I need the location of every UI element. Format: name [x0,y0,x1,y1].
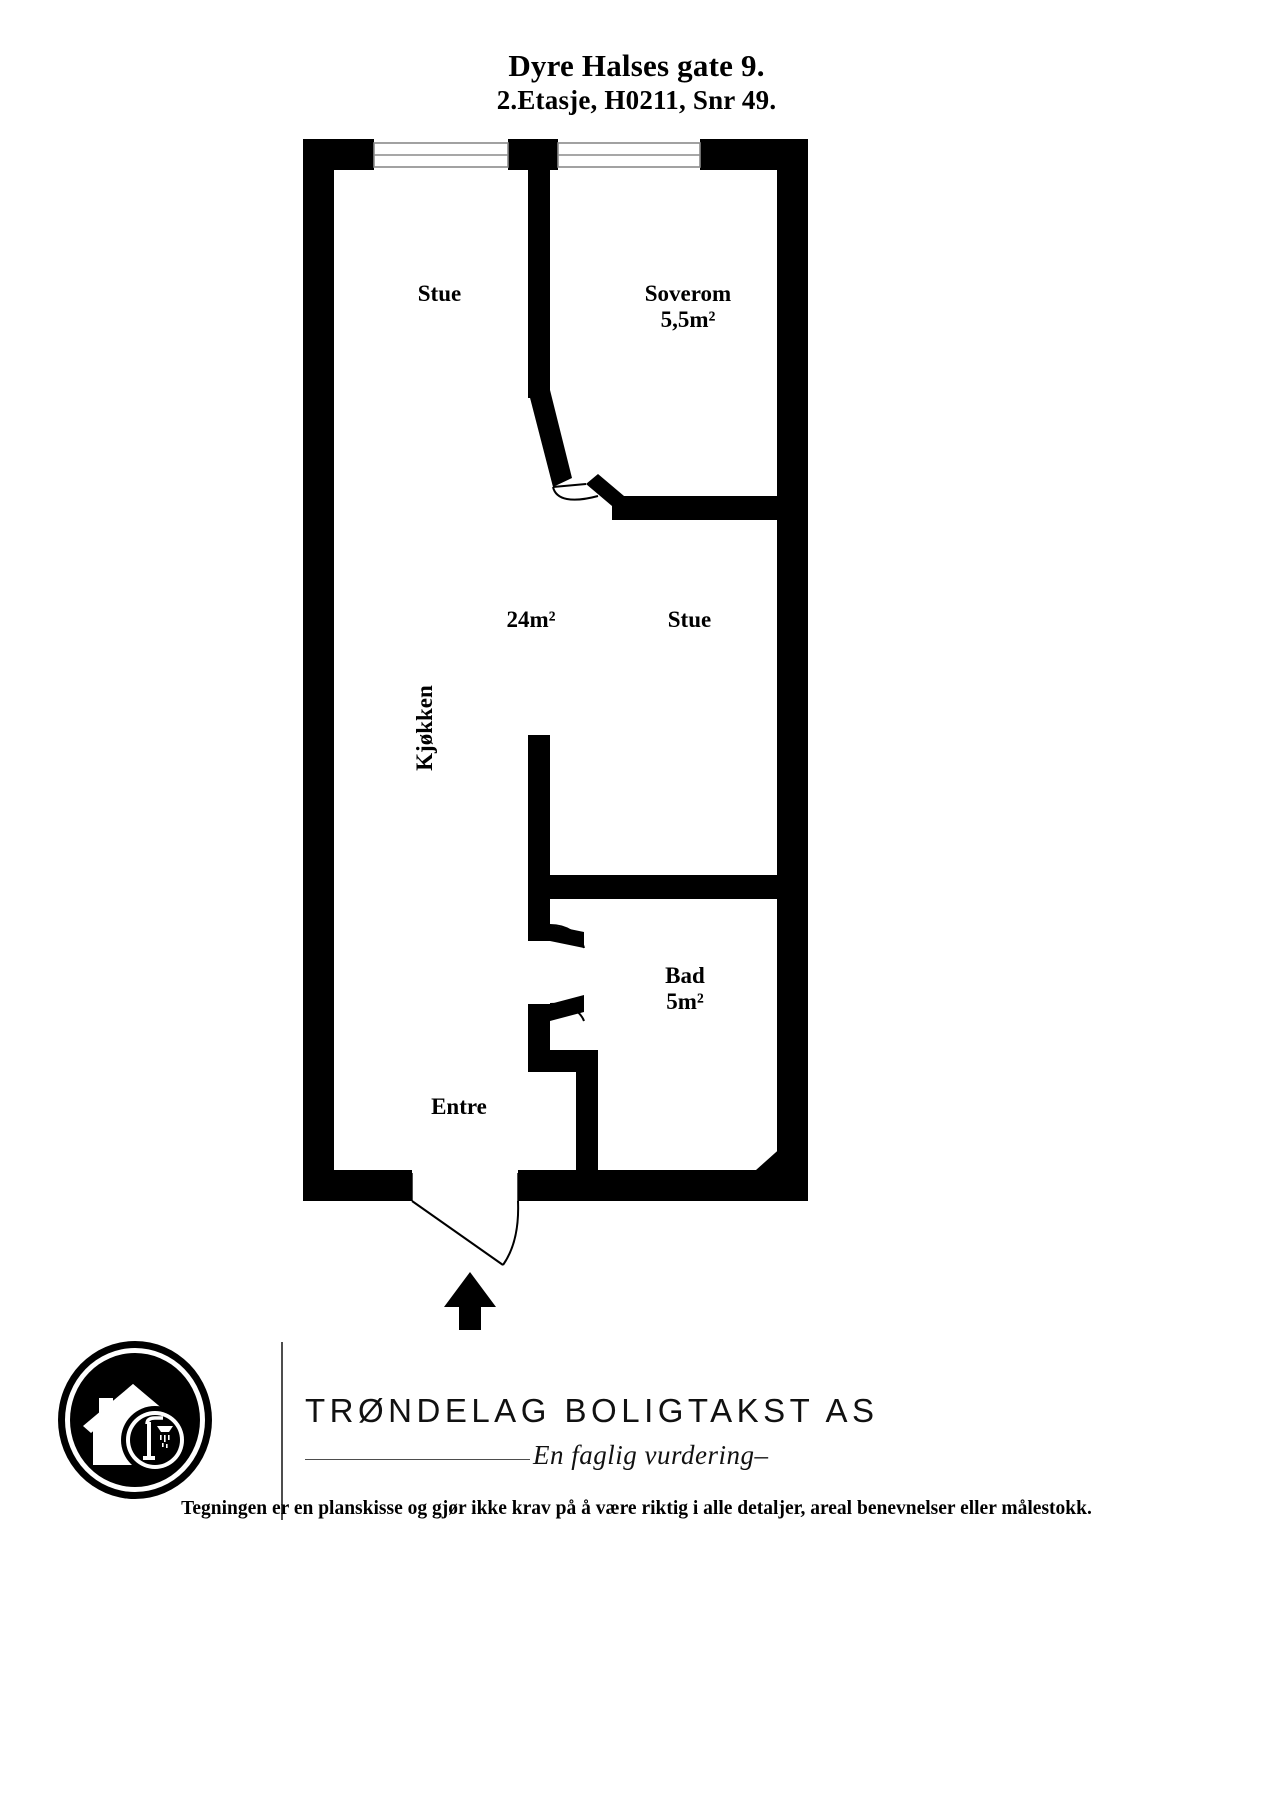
disclaimer-text: Tegningen er en planskisse og gjør ikke … [181,1498,1092,1519]
logo-divider [281,1342,283,1520]
room-name: Kjøkken [412,685,437,771]
entrance-jambs [411,1173,519,1201]
room-label-kjokken: Kjøkken [412,633,438,823]
room-name: Soverom [644,281,732,306]
floor-plan-drawing [303,139,808,1330]
room-label-stue-main: Stue [612,607,767,633]
page-title: Dyre Halses gate 9. 2.Etasje, H0211, Snr… [0,48,1273,116]
door-bathroom-lower [549,1002,585,1022]
company-name: TRØNDELAG BOLIGTAKST AS [305,1392,879,1429]
plan-interior-fill [303,139,808,1201]
footer: TRØNDELAG BOLIGTAKST AS En faglig vurder… [0,1330,1273,1800]
room-name: Stue [667,607,712,632]
room-label-entre: Entre [378,1094,540,1120]
company-tagline: En faglig vurdering– [533,1440,769,1470]
room-name: Entre [431,1094,487,1119]
room-area: 5,5m² [660,307,716,333]
room-label-stue-top: Stue [362,281,517,307]
exterior-walls [303,139,808,1201]
room-name: Bad [665,963,705,988]
room-label-soverom: Soverom 5,5m² [588,281,788,334]
entrance-arrow [444,1272,496,1330]
door-entrance [411,1200,520,1266]
window-top-right [557,142,701,168]
room-area-main: 24m² [450,607,612,633]
tagline-rule [305,1459,530,1460]
title-unit-info: 2.Etasje, H0211, Snr 49. [496,84,777,115]
room-name: Stue [417,281,462,306]
window-top-left [373,142,509,168]
company-logo-row: TRØNDELAG BOLIGTAKST AS En faglig vurder… [55,1340,874,1520]
door-bathroom-upper [549,924,585,949]
tagline-row: En faglig vurdering– [305,1440,775,1480]
room-area: 5m² [666,989,704,1015]
house-shower-badge-logo [55,1340,215,1500]
interior-walls [528,170,784,1201]
door-bedroom [552,483,599,501]
room-label-bad: Bad 5m² [590,963,780,1016]
title-address: Dyre Halses gate 9. [508,48,765,83]
room-area: 24m² [506,607,556,632]
